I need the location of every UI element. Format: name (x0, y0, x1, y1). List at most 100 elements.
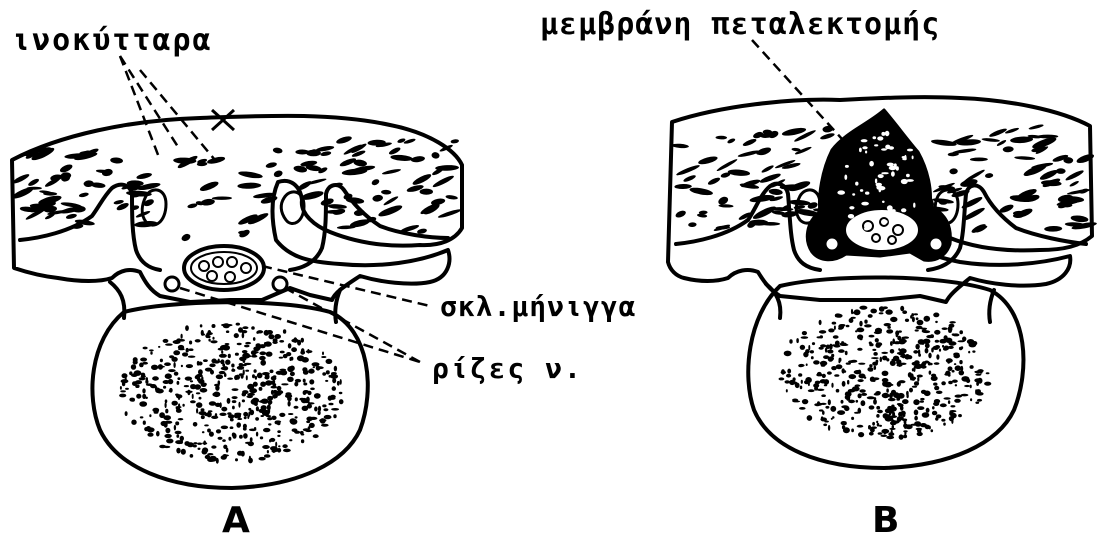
cancellous-bone-dot (314, 393, 321, 399)
cancellous-bone-dot (928, 362, 931, 366)
cancellous-bone-dot (947, 360, 950, 364)
cancellous-bone-dot (340, 379, 342, 385)
cancellous-bone-dot (235, 353, 239, 356)
cancellous-bone-dot (793, 377, 796, 381)
muscle-fiber-mark (742, 138, 757, 148)
cancellous-bone-dot (299, 398, 304, 401)
cancellous-bone-dot (909, 388, 913, 393)
cancellous-bone-dot (277, 430, 281, 433)
cancellous-bone-dot (966, 379, 970, 383)
cancellous-bone-dot (176, 448, 180, 454)
cancellous-bone-dot (266, 352, 273, 357)
cancellous-bone-dot (970, 365, 974, 369)
cancellous-bone-dot (196, 402, 202, 408)
cancellous-bone-dot (313, 434, 319, 438)
cancellous-bone-dot (243, 433, 248, 439)
cancellous-bone-dot (174, 425, 176, 431)
cancellous-bone-dot (846, 325, 850, 328)
cancellous-bone-dot (182, 404, 184, 407)
cancellous-bone-dot (833, 335, 839, 339)
panel-a-bone-texture (119, 323, 343, 464)
cancellous-bone-dot (892, 338, 895, 344)
cancellous-bone-dot (321, 424, 329, 427)
cancellous-bone-dot (912, 362, 920, 366)
cancellous-bone-dot (986, 372, 990, 374)
cancellous-bone-dot (303, 379, 306, 383)
cancellous-bone-dot (211, 416, 218, 419)
muscle-fiber-mark (295, 149, 309, 154)
cancellous-bone-dot (309, 369, 314, 373)
membrane-speckle (855, 182, 858, 186)
muscle-fiber-mark (675, 209, 687, 219)
cancellous-bone-dot (163, 386, 166, 389)
cancellous-bone-dot (841, 341, 844, 343)
cancellous-bone-dot (291, 347, 297, 352)
cancellous-bone-dot (902, 310, 907, 314)
cancellous-bone-dot (876, 360, 879, 364)
cancellous-bone-dot (142, 394, 146, 399)
cancellous-bone-dot (954, 363, 956, 365)
cancellous-bone-dot (957, 340, 965, 342)
cancellous-bone-dot (920, 400, 924, 402)
cancellous-bone-dot (912, 317, 915, 323)
cancellous-bone-dot (913, 350, 918, 354)
cancellous-bone-dot (319, 419, 326, 422)
cancellous-bone-dot (164, 421, 172, 424)
cancellous-bone-dot (811, 356, 814, 359)
cancellous-bone-dot (228, 414, 235, 418)
cancellous-bone-dot (175, 394, 179, 396)
cancellous-bone-dot (212, 324, 216, 328)
cancellous-bone-dot (970, 341, 974, 346)
cancellous-bone-dot (836, 389, 840, 393)
cancellous-bone-dot (874, 366, 877, 370)
cancellous-bone-dot (239, 435, 243, 439)
cancellous-bone-dot (914, 410, 919, 416)
cancellous-bone-dot (859, 321, 862, 327)
cancellous-bone-dot (911, 377, 916, 380)
muscle-fiber-mark (431, 152, 440, 160)
cancellous-bone-dot (976, 392, 983, 396)
cancellous-bone-dot (196, 392, 200, 394)
cancellous-bone-dot (917, 432, 923, 436)
cancellous-bone-dot (238, 402, 240, 408)
membrane-speckle (902, 156, 906, 158)
cancellous-bone-dot (288, 413, 293, 415)
cancellous-bone-dot (259, 457, 266, 461)
panel-b-pedicle-right (989, 290, 994, 322)
panel-a-root-left (165, 277, 179, 291)
muscle-fiber-mark (752, 131, 764, 140)
cancellous-bone-dot (828, 425, 830, 431)
cancellous-bone-dot (293, 337, 297, 343)
cancellous-bone-dot (301, 434, 305, 436)
cancellous-bone-dot (171, 357, 177, 362)
fibroblast-mark (237, 182, 261, 189)
panel-a-vertebral-body (92, 302, 367, 488)
cancellous-bone-dot (149, 349, 154, 351)
cancellous-bone-dot (271, 386, 278, 389)
cancellous-bone-dot (156, 389, 164, 394)
cancellous-bone-dot (259, 351, 266, 355)
cancellous-bone-dot (828, 399, 831, 405)
cancellous-bone-dot (838, 360, 840, 364)
cancellous-bone-dot (149, 414, 151, 417)
cancellous-bone-dot (881, 352, 888, 354)
label-laminectomy-membrane: μεμβράνη πεταλεκτομής (540, 7, 940, 42)
cancellous-bone-dot (288, 343, 292, 348)
muscle-fiber-mark (715, 136, 727, 140)
cancellous-bone-dot (944, 346, 950, 351)
cancellous-bone-dot (198, 369, 203, 375)
cancellous-bone-dot (215, 385, 219, 391)
cancellous-bone-dot (204, 424, 209, 426)
cancellous-bone-dot (210, 340, 217, 343)
cancellous-bone-dot (301, 439, 304, 443)
cancellous-bone-dot (948, 366, 953, 371)
cancellous-bone-dot (221, 367, 228, 370)
cancellous-bone-dot (886, 358, 889, 361)
cancellous-bone-dot (938, 415, 942, 418)
cancellous-bone-dot (243, 412, 248, 417)
cancellous-bone-dot (851, 417, 854, 420)
membrane-speckle (907, 149, 913, 152)
cancellous-bone-dot (144, 427, 148, 431)
cancellous-bone-dot (260, 382, 266, 387)
cancellous-bone-dot (884, 323, 891, 326)
